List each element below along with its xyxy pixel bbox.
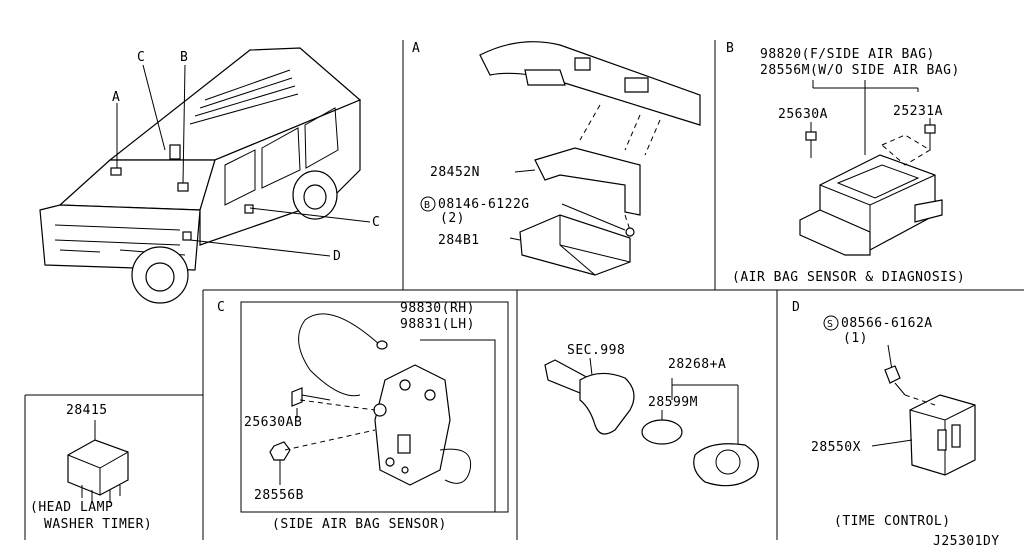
part-28452n: 28452N: [430, 165, 480, 180]
callout-a: A: [112, 90, 120, 105]
part-98831-lh: 98831(LH): [400, 317, 475, 332]
vehicle-illustration: [39, 47, 371, 304]
panel-c-letter: C: [217, 300, 225, 315]
part-284b1: 284B1: [438, 233, 480, 248]
callout-b: B: [180, 50, 188, 65]
part-28556m: 28556M(W/O SIDE AIR BAG): [760, 63, 960, 78]
caption-side-air-bag-sensor: (SIDE AIR BAG SENSOR): [272, 517, 447, 532]
part-28599m: 28599M: [648, 395, 698, 410]
part-qty-2: (2): [440, 211, 465, 226]
panel-b-artwork: [799, 80, 943, 256]
part-08566-6162a: 08566-6162A: [841, 316, 933, 331]
part-28268a: 28268+A: [668, 357, 726, 372]
caption-washer-timer: WASHER TIMER): [44, 517, 152, 532]
caption-time-control: (TIME CONTROL): [834, 514, 951, 529]
panel-a-letter: A: [412, 41, 420, 56]
part-25630ab: 25630AB: [244, 415, 302, 430]
bolt-prefix-b: B: [424, 200, 431, 211]
panel-key-artwork: [544, 357, 759, 487]
bolt-prefix-s: S: [827, 319, 834, 330]
part-98820: 98820(F/SIDE AIR BAG): [760, 47, 935, 62]
callout-c-right: C: [372, 215, 380, 230]
callout-d: D: [333, 249, 341, 264]
part-08146-6122g: 08146-6122G: [438, 197, 530, 212]
part-25231a: 25231A: [893, 104, 943, 119]
part-sec-998: SEC.998: [567, 343, 625, 358]
panel-a-artwork: [479, 41, 701, 276]
panel-b-letter: B: [726, 41, 734, 56]
caption-head-lamp: (HEAD LAMP: [30, 500, 113, 515]
part-28556b: 28556B: [254, 488, 304, 503]
part-98830-rh: 98830(RH): [400, 301, 475, 316]
panel-d-artwork: [884, 344, 976, 476]
panel-dividers: [24, 40, 1024, 540]
diagram-id: J25301DY: [933, 534, 1000, 549]
part-28550x: 28550X: [811, 440, 861, 455]
part-25630a: 25630A: [778, 107, 828, 122]
panel-relay-artwork: [67, 420, 129, 503]
panel-c-artwork: [269, 313, 496, 512]
part-28415: 28415: [66, 403, 108, 418]
callout-c-top: C: [137, 50, 145, 65]
part-qty-1: (1): [843, 331, 868, 346]
panel-d-letter: D: [792, 300, 800, 315]
caption-air-bag-sensor: (AIR BAG SENSOR & DIAGNOSIS): [732, 270, 965, 285]
